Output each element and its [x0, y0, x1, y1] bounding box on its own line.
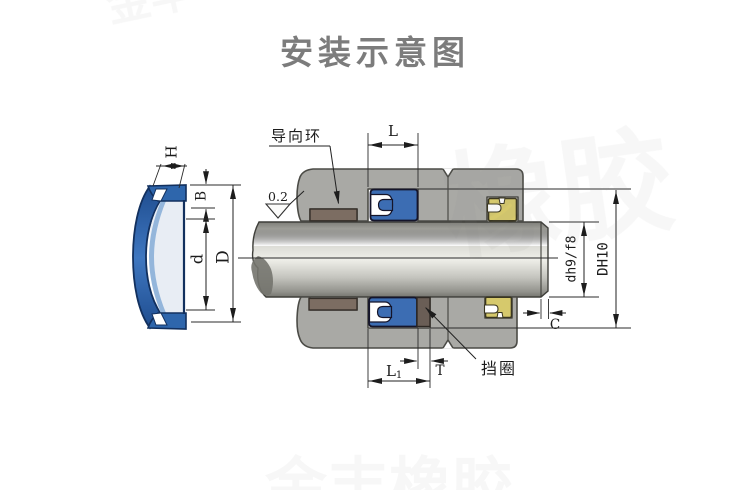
page-title: 安装示意图 [280, 33, 470, 72]
callout-guide-ring: 导向环 [269, 127, 340, 204]
watermark-bottom: 金丰橡胶 [264, 450, 513, 490]
dim-T: T [400, 358, 448, 379]
dim-d-label: d [188, 254, 207, 264]
guide-ring-label: 导向环 [271, 127, 322, 145]
wiper-seal-bottom [483, 296, 513, 319]
seal-inner-surface [149, 201, 166, 313]
seal-top-lip-notch [151, 188, 168, 202]
rod-seal-top-tongue [377, 198, 394, 212]
roughness-triangle-icon [264, 203, 292, 219]
dim-L1-label: L [386, 362, 396, 380]
guide-ring-bottom [308, 297, 358, 311]
wiper-bottom-notch [483, 304, 499, 314]
wiper-bottom-snap-notch [496, 312, 504, 319]
rod-seal-top [369, 188, 419, 222]
surface-roughness-value: 0.2 [268, 189, 288, 204]
rod-seal-bottom [368, 296, 418, 328]
shaft-break-shading [251, 256, 273, 296]
dim-D-label: D [214, 250, 234, 264]
left-seal-figure [132, 184, 187, 330]
housing [296, 168, 631, 349]
dim-L1-subscript: 1 [396, 370, 402, 381]
dim-L-label: L [388, 122, 398, 140]
guide-ring-top [309, 208, 358, 222]
dim-C-label: C [550, 317, 560, 333]
seal-bore-interior [149, 201, 184, 313]
dim-T-label: T [435, 363, 444, 379]
surface-finish-mark: 0.2 [264, 189, 305, 219]
wiper-top-snap-notch [498, 197, 506, 204]
dim-B-label: B [194, 191, 210, 201]
watermark: 橡胶 金丰 金丰橡胶 [101, 0, 682, 490]
dim-L: L [367, 122, 419, 187]
shaft [238, 221, 558, 298]
dim-bore-fit: DH10 [596, 190, 619, 328]
dim-H-label: H [163, 145, 181, 158]
wiper-top-notch [486, 203, 502, 213]
rod-seal-bottom-tongue [376, 305, 393, 319]
housing-split-bottom [442, 297, 454, 349]
callout-backup-ring: 挡圈 [425, 307, 517, 378]
dim-D: D [191, 185, 241, 323]
dim-shaft-fit: dh9/f8 [549, 221, 599, 298]
dim-shaft-fit-label: dh9/f8 [565, 236, 580, 283]
dim-H: H [152, 145, 187, 189]
dim-bore-fit-label: DH10 [596, 242, 612, 276]
wiper-seal-top [486, 197, 518, 222]
dim-C: C [523, 299, 566, 333]
dim-d: d [186, 218, 215, 311]
backup-ring [416, 296, 431, 328]
housing-split-top [442, 168, 454, 221]
dim-L1: L 1 [367, 328, 431, 388]
watermark-center: 橡胶 [435, 113, 681, 278]
watermark-top-left: 金丰 [101, 0, 199, 33]
backup-ring-label: 挡圈 [481, 359, 517, 378]
seal-bottom-lip-notch [151, 312, 168, 326]
